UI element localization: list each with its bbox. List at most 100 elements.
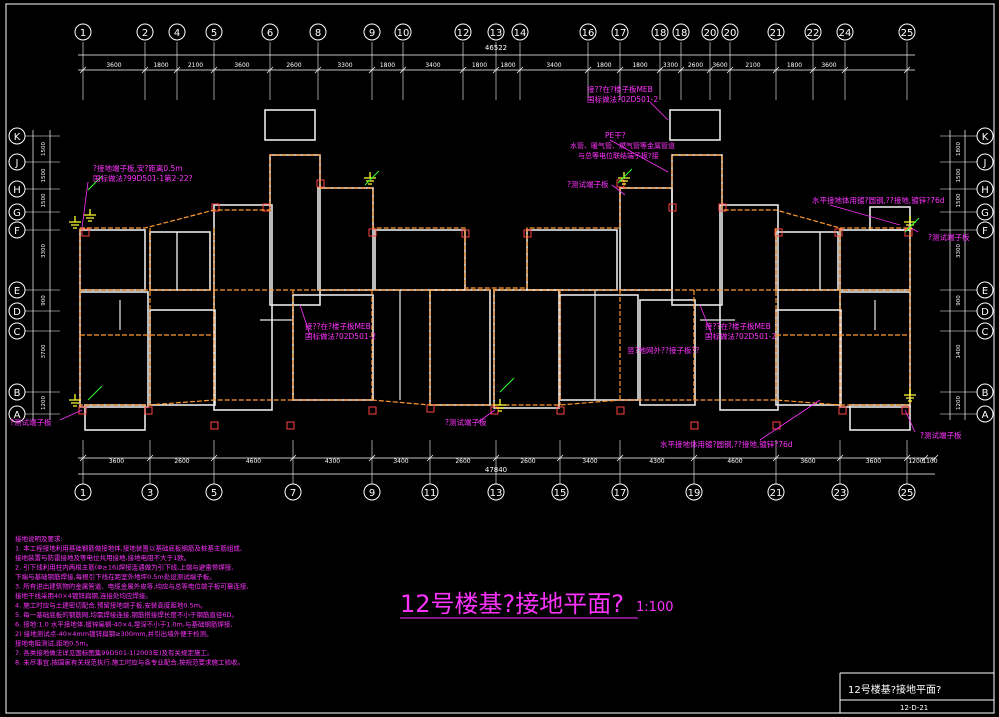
room (493, 289, 560, 409)
axis-label: 25 (901, 28, 914, 39)
column-marker (772, 421, 781, 430)
column-marker (368, 406, 377, 415)
dim-value: 1800 (472, 62, 487, 69)
room (374, 229, 466, 291)
note-line: 7. 各类接地做法详见国标图集99D501-1(2003年)及有关规定施工。 (15, 648, 214, 657)
leader-line (499, 377, 515, 393)
note-line: 2) 接地测试点-40×4mm镀锌扁钢≥300mm,并引出墙外便于检测。 (15, 629, 213, 638)
room (775, 231, 839, 291)
dim-value: 1100 (922, 458, 937, 465)
dim-value: 1800 (500, 62, 515, 69)
room (839, 229, 911, 291)
axis-bubble (309, 23, 327, 41)
axis-bubble (767, 23, 785, 41)
dim-value: 3600 (866, 458, 881, 465)
dim-value: 1500 (41, 193, 47, 207)
stair-core (671, 154, 723, 306)
axis-label: 23 (834, 488, 847, 499)
axis-label: 17 (614, 28, 627, 39)
axis-label: 10 (397, 28, 410, 39)
note-line: 3. 所有进出建筑物的金属管道、电缆金属外皮等,均应与总等电位端子板可靠连接, (15, 582, 248, 591)
leader-line (87, 385, 103, 401)
room (619, 187, 673, 291)
annotation-meb-ref: 国标做法?02D501-2 (705, 331, 776, 341)
axis-label: D (13, 307, 21, 318)
axis-label: H (981, 185, 989, 196)
dim-value: 4600 (727, 458, 742, 465)
axis-bubble (454, 23, 472, 41)
dim-value: 3600 (800, 458, 815, 465)
axis-label: G (13, 208, 21, 219)
axis-bubble (205, 23, 223, 41)
note-line: 接地说明及要求: (15, 534, 63, 543)
dim-value: 2600 (520, 458, 535, 465)
axis-label: E (982, 286, 988, 297)
dim-value: 3600 (109, 458, 124, 465)
axis-bubble (672, 23, 690, 41)
axis-label: 20 (704, 28, 717, 39)
axis-label: 6 (267, 28, 273, 39)
note-line: 6. 接地:1.0 水平接地体,镀锌扁钢-40×4,埋深不小于1.0m,与基础钢… (15, 620, 233, 629)
note-line: 下端与基础钢筋焊接,每根引下线在距室外地坪0.5m处设测试端子板。 (15, 572, 216, 581)
axis-bubble (284, 483, 302, 501)
axis-label: K (14, 132, 21, 143)
axis-label: 3 (147, 488, 153, 499)
earth-symbol (904, 216, 916, 229)
dim-value: 1500 (956, 168, 962, 182)
leader-line (649, 101, 669, 121)
dim-value: 1400 (956, 344, 962, 358)
axis-bubble (141, 483, 159, 501)
axis-label: 1 (80, 28, 86, 39)
earth-symbol (904, 389, 916, 402)
dim-value: 3300 (663, 62, 678, 69)
earth-symbol (69, 216, 81, 229)
axis-label: 15 (554, 488, 567, 499)
room (79, 291, 149, 408)
wall-layer (78, 109, 913, 431)
axis-label: F (982, 226, 988, 237)
axis-label: 20 (724, 28, 737, 39)
leader-line (904, 217, 920, 233)
notes-block: 接地说明及要求:1. 本工程接地利用基础钢筋做接地体,接地装置以基础底板钢筋及桩… (15, 534, 248, 667)
column-marker (210, 421, 219, 430)
axis-label: 24 (839, 28, 852, 39)
stair-core (269, 154, 321, 306)
dim-value: 3600 (234, 62, 249, 69)
axis-label: 12 (457, 28, 470, 39)
title-block-number: 12-D-21 (900, 704, 928, 712)
axis-bubble (836, 23, 854, 41)
leader-line (904, 409, 916, 433)
axis-bubble (205, 483, 223, 501)
axis-label: 14 (514, 28, 527, 39)
axis-bubble (767, 483, 785, 501)
drawing-scale: 1:100 (636, 600, 673, 615)
axis-label: 16 (582, 28, 595, 39)
annotation-meb-ref: 国标做法?02D501-2 (305, 331, 376, 341)
dim-tick (931, 454, 939, 462)
dim-value: 2600 (286, 62, 301, 69)
column-marker (286, 421, 295, 430)
axis-bubble (611, 23, 629, 41)
annotation-meb-ref: 国标做法?02D501-2 (587, 94, 658, 104)
column-marker (668, 203, 677, 212)
axis-bubble (136, 23, 154, 41)
column-marker (838, 406, 847, 415)
annotation-meb: 接??在?楼子板MEB (305, 321, 371, 331)
dim-value: 3400 (393, 458, 408, 465)
balcony (264, 109, 316, 141)
room (149, 309, 216, 406)
axis-label: 4 (174, 28, 180, 39)
dim-value: 3600 (821, 62, 836, 69)
axis-label: 7 (290, 488, 296, 499)
dim-value: 3300 (41, 244, 47, 258)
note-line: 8. 未尽事宜,按国家有关规范执行,施工时应与各专业配合,按规范要求施工验收。 (15, 658, 244, 667)
axis-bubble (611, 483, 629, 501)
annotation-test-plate: ?测试端子板 (920, 430, 962, 440)
axis-label: 13 (490, 488, 503, 499)
axis-bubble (168, 23, 186, 41)
column-marker (461, 229, 470, 238)
dim-value: 3600 (106, 62, 121, 69)
title-block-name: 12号楼基?接地平面? (848, 683, 941, 696)
axis-bubble (898, 483, 916, 501)
